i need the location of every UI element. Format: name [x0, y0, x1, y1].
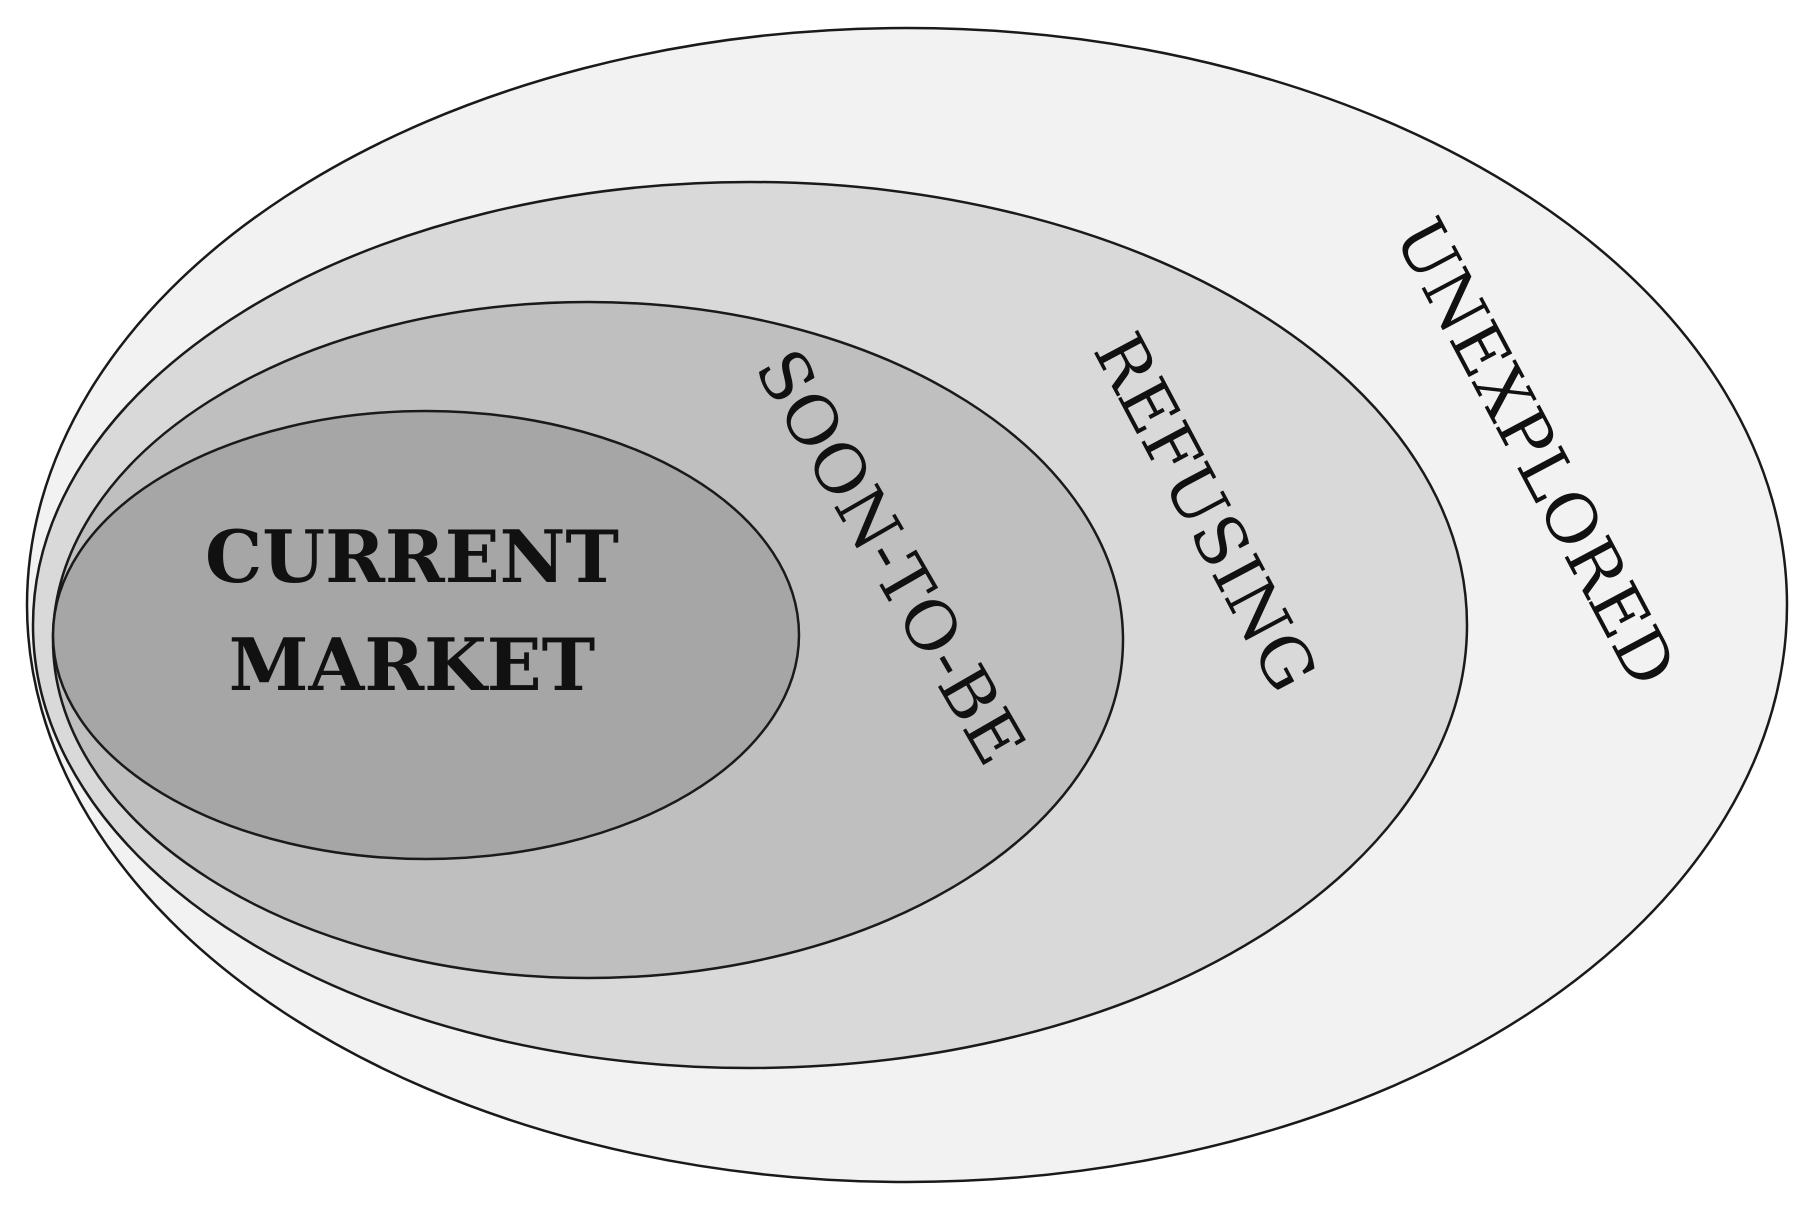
label-current-market-line1: CURRENT — [205, 514, 619, 599]
ring-current-market — [51, 409, 801, 861]
label-current-market-line2: MARKET — [229, 622, 595, 707]
